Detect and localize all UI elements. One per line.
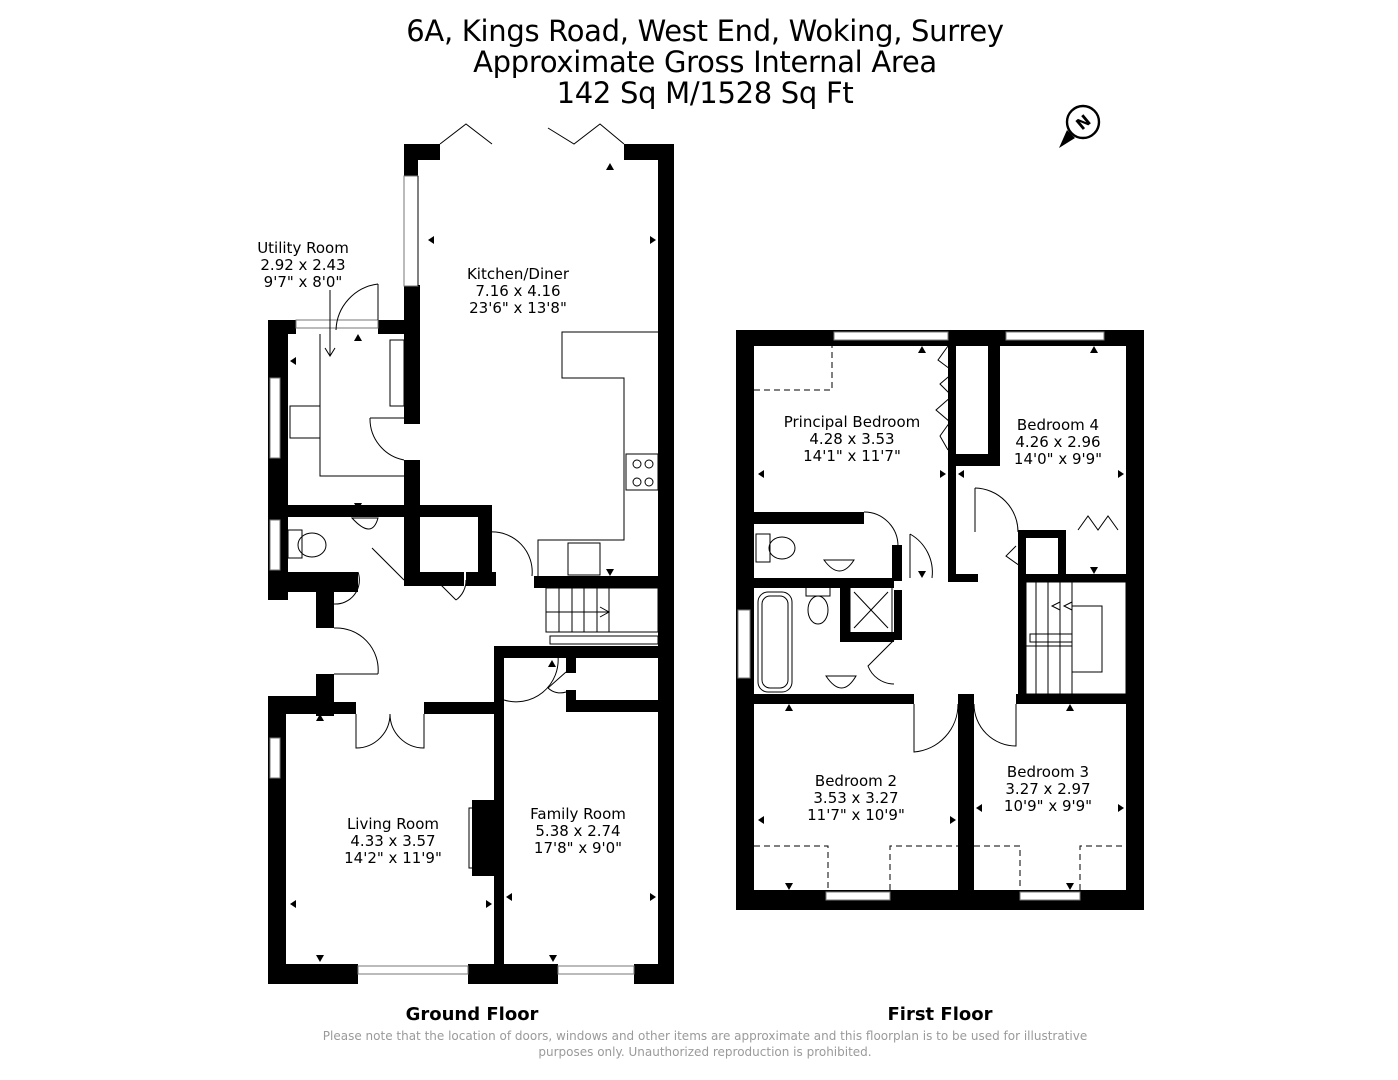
room-imperial: 14'1" x 11'7" [803,447,901,465]
room-metric: 3.53 x 3.27 [813,789,899,807]
room-imperial: 14'2" x 11'9" [344,849,442,867]
ground-floor-label: Ground Floor [405,1004,539,1025]
room-metric: 7.16 x 4.16 [475,282,561,300]
room-name: Bedroom 3 [1006,763,1090,781]
room-name: Bedroom 4 [1016,416,1100,434]
room-metric: 3.27 x 2.97 [1005,780,1091,798]
room-label-bedroom-2: Bedroom 2 3.53 x 3.27 11'7" x 10'9" [807,773,905,824]
first-floor-walls [736,330,1144,910]
disclaimer: Please note that the location of doors, … [310,1028,1100,1060]
north-compass-icon: N [1059,104,1101,148]
room-imperial: 10'9" x 9'9" [1003,797,1093,815]
room-name: Family Room [530,805,626,823]
room-metric: 4.33 x 3.57 [350,832,436,850]
area-label: Approximate Gross Internal Area [473,45,937,79]
first-floor-fixtures [737,331,1127,901]
room-name: Principal Bedroom [783,413,921,431]
room-label-family-room: Family Room 5.38 x 2.74 17'8" x 9'0" [530,806,626,857]
room-label-principal-bedroom: Principal Bedroom 4.28 x 3.53 14'1" x 11… [784,414,921,465]
room-name: Living Room [346,815,440,833]
disclaimer-line-1: Please note that the location of doors, … [322,1029,1088,1043]
room-imperial: 23'6" x 13'8" [469,299,567,317]
room-label-utility: Utility Room 2.92 x 2.43 9'7" x 8'0" [257,240,349,291]
dimension-arrows [290,163,1124,962]
room-imperial: 11'7" x 10'9" [807,806,905,824]
ground-floor-fixtures [269,123,659,975]
disclaimer-line-2: purposes only. Unauthorized reproduction… [538,1045,872,1059]
room-metric: 5.38 x 2.74 [535,822,621,840]
room-label-bedroom-4: Bedroom 4 4.26 x 2.96 14'0" x 9'9" [1014,417,1102,468]
room-name: Utility Room [257,239,349,257]
room-label-kitchen-diner: Kitchen/Diner 7.16 x 4.16 23'6" x 13'8" [467,266,569,317]
room-imperial: 17'8" x 9'0" [533,839,623,857]
room-label-living-room: Living Room 4.33 x 3.57 14'2" x 11'9" [344,816,442,867]
room-imperial: 9'7" x 8'0" [263,273,343,291]
room-metric: 2.92 x 2.43 [260,256,346,274]
room-name: Kitchen/Diner [466,265,570,283]
property-address: 6A, Kings Road, West End, Woking, Surrey [406,14,1004,48]
room-imperial: 14'0" x 9'9" [1013,450,1103,468]
room-label-bedroom-3: Bedroom 3 3.27 x 2.97 10'9" x 9'9" [1004,764,1092,815]
room-metric: 4.28 x 3.53 [809,430,895,448]
first-floor-label: First Floor [887,1004,993,1025]
title-block: 6A, Kings Road, West End, Woking, Surrey… [0,16,1398,109]
ground-floor-walls [268,144,674,984]
area-value: 142 Sq M/1528 Sq Ft [556,76,854,110]
room-metric: 4.26 x 2.96 [1015,433,1101,451]
room-name: Bedroom 2 [814,772,898,790]
